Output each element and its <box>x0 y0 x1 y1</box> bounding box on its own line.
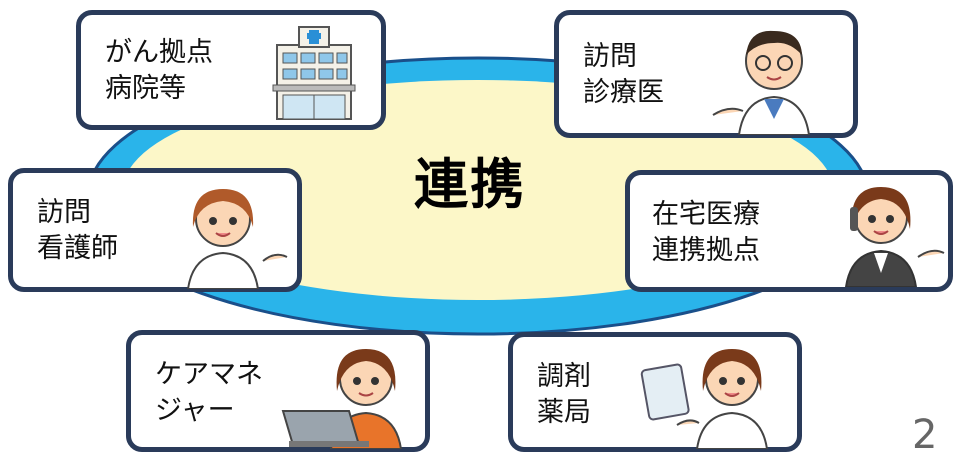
card-visiting-doctor-line1: 訪問 <box>583 41 637 72</box>
card-pharmacy-line1: 調剤 <box>537 361 591 392</box>
card-care-manager-line2: ジャー <box>155 395 235 426</box>
card-home-care-hub-line2: 連携拠点 <box>652 235 760 266</box>
card-hospital: がん拠点 病院等 <box>76 10 386 130</box>
card-home-care-hub-line1: 在宅医療 <box>652 199 760 230</box>
pharmacist-icon <box>640 349 769 449</box>
hospital-building-icon <box>272 26 356 120</box>
page-number: 2 <box>912 412 938 458</box>
card-visiting-nurse: 訪問 看護師 <box>8 168 302 292</box>
card-pharmacy-line2: 薬局 <box>537 397 591 428</box>
center-label: 連携 <box>414 153 526 216</box>
card-visiting-doctor: 訪問 診療医 <box>554 10 858 138</box>
card-hospital-line1: がん拠点 <box>105 37 213 68</box>
nurse-icon <box>186 189 288 289</box>
staff-phone-icon <box>844 187 945 287</box>
card-home-care-hub: 在宅医療 連携拠点 <box>625 170 953 292</box>
card-hospital-line2: 病院等 <box>105 73 186 104</box>
doctor-icon <box>712 30 811 135</box>
card-care-manager: ケアマネ ジャー <box>126 330 430 452</box>
care-manager-laptop-icon <box>281 349 403 449</box>
card-care-manager-line1: ケアマネ <box>155 359 263 390</box>
card-pharmacy: 調剤 薬局 <box>508 332 802 452</box>
card-visiting-nurse-line2: 看護師 <box>37 233 118 264</box>
card-visiting-nurse-line1: 訪問 <box>37 197 91 228</box>
card-visiting-doctor-line2: 診療医 <box>583 77 664 108</box>
